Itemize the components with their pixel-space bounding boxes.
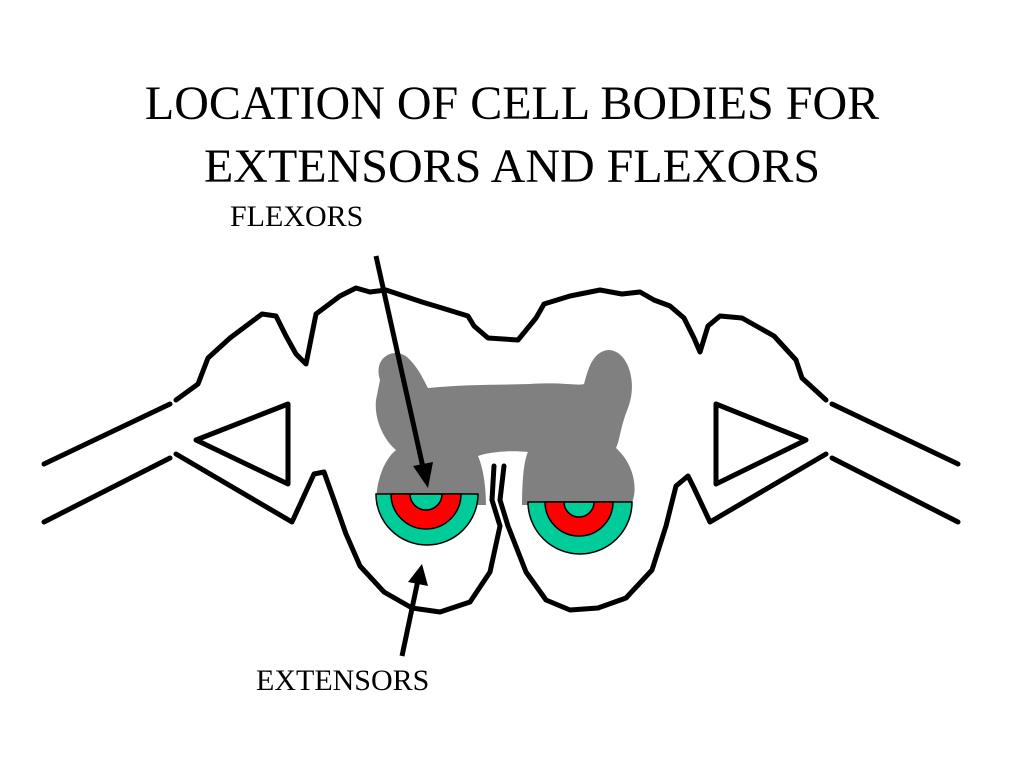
extensors-arrow (399, 564, 428, 657)
nerve-root-left-lower (41, 455, 173, 525)
nerve-root-left-upper (41, 401, 173, 467)
gray-matter-body (375, 350, 635, 505)
ganglion-right (713, 401, 809, 487)
flexor-region-right (544, 501, 614, 537)
title-line-2: EXTENSORS AND FLEXORS (203, 140, 821, 193)
cord-outline-top (173, 285, 829, 403)
nerve-root-right-lower (829, 455, 961, 525)
slide-title: LOCATION OF CELL BODIES FOR EXTENSORS AN… (0, 72, 1024, 198)
ganglion-left (193, 401, 291, 487)
extensors-label: EXTENSORS (256, 664, 430, 697)
flexors-label: FLEXORS (230, 200, 364, 233)
nerve-root-right-upper (829, 401, 961, 467)
gray-matter (375, 350, 635, 505)
flexor-region-left (390, 493, 462, 530)
title-line-1: LOCATION OF CELL BODIES FOR (144, 77, 880, 130)
cord-outline (41, 285, 961, 615)
cord-outline-bottom (173, 451, 829, 615)
flexors-arrow (373, 255, 433, 488)
